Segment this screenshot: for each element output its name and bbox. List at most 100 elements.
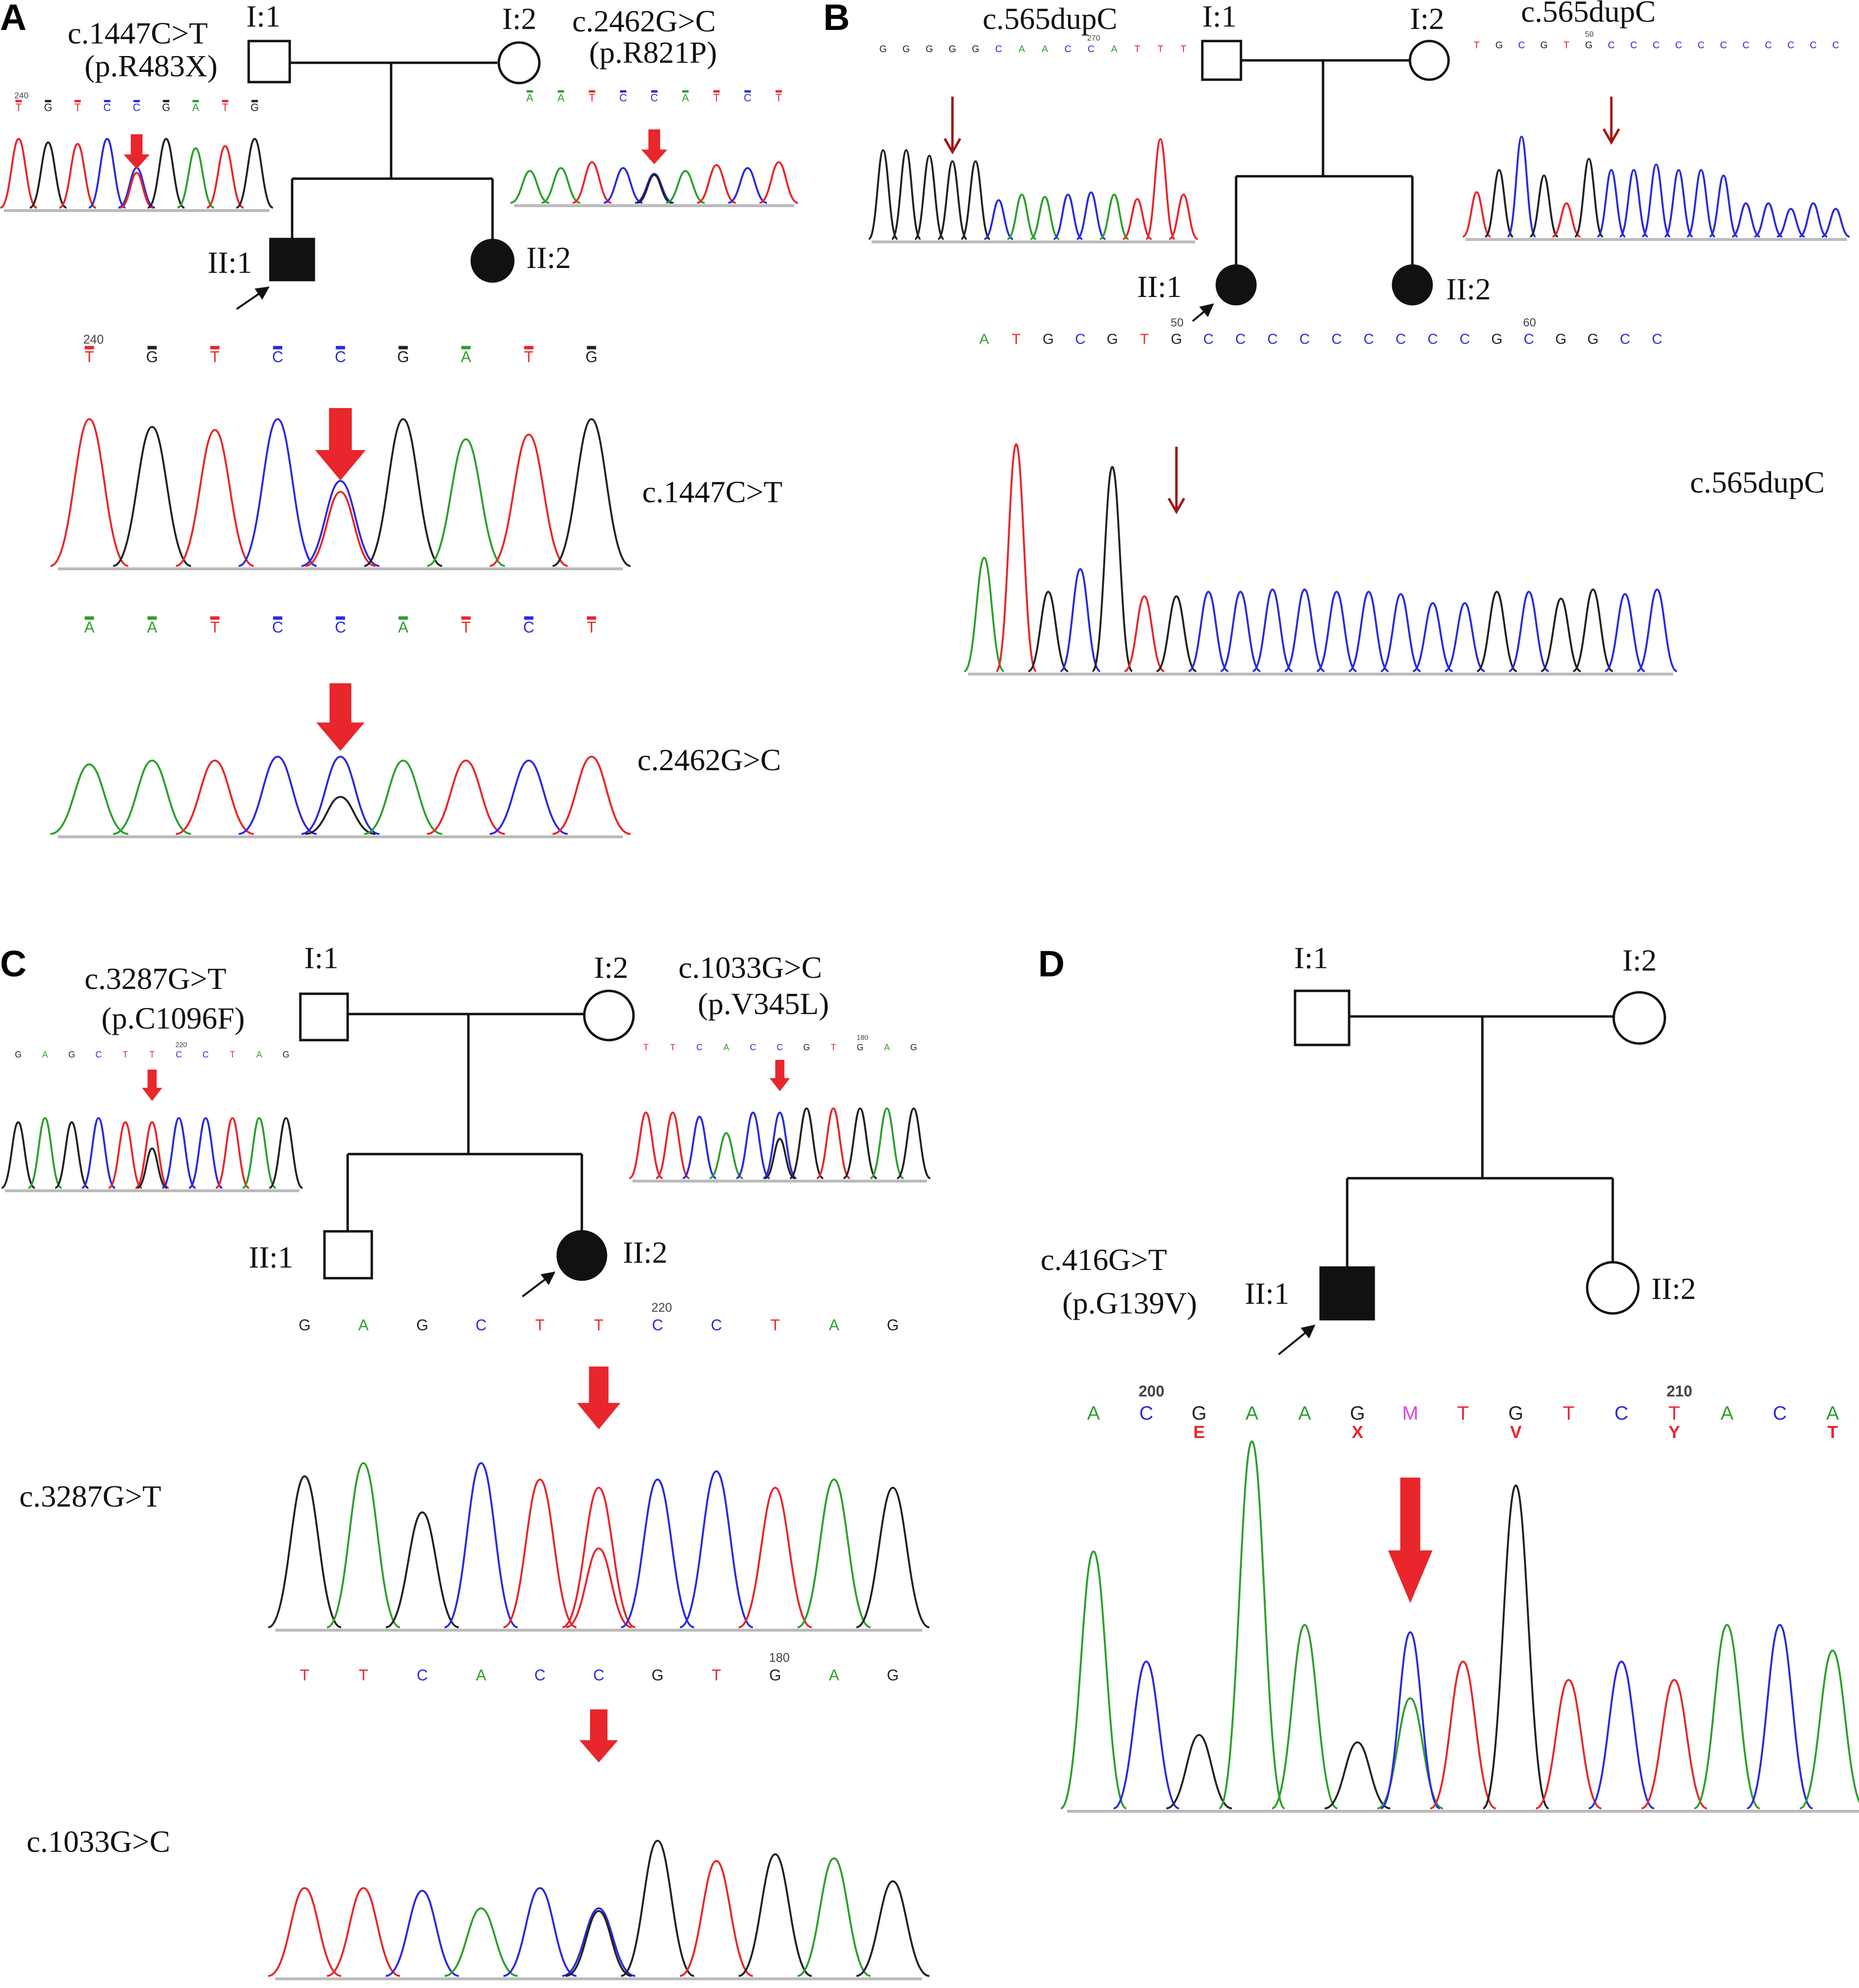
base-call: C [1788, 40, 1794, 51]
base-call: C [1268, 331, 1278, 347]
base-call: C [417, 1666, 428, 1684]
peak-G [552, 418, 631, 567]
peak-G [1574, 158, 1604, 238]
peak-C [1799, 202, 1828, 238]
position-number: 50 [1585, 30, 1594, 39]
base-call: C [176, 1050, 182, 1059]
base-marker [682, 90, 689, 93]
base-marker [84, 616, 94, 620]
base-call: C [1364, 331, 1374, 347]
variant-arrow [1388, 1478, 1433, 1603]
peak-G [1484, 169, 1514, 238]
pedigree-d-i2-label: I:2 [1622, 943, 1657, 977]
base-call: A [84, 619, 95, 636]
panel-b: B I:1 I:2 II:1 II:2 c.565dupC c.565dupC … [823, 0, 1850, 676]
secondary-peak [565, 1910, 632, 1977]
base-marker [651, 90, 658, 93]
peak-T [1169, 194, 1198, 240]
base-call: T [1140, 331, 1149, 347]
peak-T [175, 429, 254, 567]
peak-C [1597, 169, 1626, 238]
peak-A [541, 167, 581, 204]
peak-T [552, 756, 631, 835]
base-call: G [586, 348, 598, 366]
variant-a-father: c.1447C>T [68, 16, 208, 50]
variant-a-mother: c.2462G>C [572, 4, 716, 38]
base-call: C [335, 619, 346, 636]
base-call: G [298, 1316, 310, 1334]
base-call: T [1668, 1403, 1680, 1424]
variant-arrow [1168, 447, 1185, 515]
base-call: C [593, 1666, 604, 1684]
peak-C [1053, 194, 1083, 240]
base-call: T [359, 1666, 368, 1684]
base-call: G [902, 44, 910, 55]
base-marker [222, 99, 228, 102]
base-call: T [1474, 40, 1479, 51]
base-call: A [476, 1666, 487, 1684]
base-call: C [1140, 1403, 1154, 1424]
base-marker [147, 346, 157, 350]
peak-T [50, 418, 129, 567]
pedigree-c-i1-label: I:1 [304, 941, 338, 975]
base-call: C [711, 1316, 722, 1334]
base-call: C [1675, 40, 1682, 51]
base-call: A [557, 92, 564, 104]
peak-A [177, 147, 214, 209]
pedigree-a: I:1 I:2 II:1 II:2 [208, 0, 571, 310]
pedigree-c-ii1-label: II:1 [249, 1240, 293, 1274]
peak-T [215, 1117, 250, 1189]
base-call: A [1826, 1403, 1839, 1424]
peak-G [385, 1511, 459, 1628]
base-call: C [1065, 44, 1071, 55]
base-call: T [535, 1316, 545, 1334]
base-call: C [272, 348, 283, 366]
base-call: A [829, 1666, 840, 1684]
peak-C [1284, 588, 1325, 672]
position-number: 50 [1170, 316, 1183, 329]
base-marker [15, 99, 22, 102]
base-call: C [1620, 331, 1631, 347]
peak-C [503, 1887, 577, 1977]
peak-C [1746, 1624, 1813, 1809]
peak-C [1252, 588, 1293, 672]
base-call: A [1042, 44, 1048, 55]
base-call: T [84, 348, 94, 366]
peak-A [1007, 194, 1037, 240]
aa-call: Y [1668, 1422, 1680, 1442]
peak-C [604, 167, 643, 204]
base-call: C [1427, 331, 1438, 347]
peak-C [1076, 191, 1106, 240]
peak-G [1166, 1734, 1232, 1809]
pedigree-a-ii2-affected-female [470, 239, 515, 283]
base-call: G [651, 1666, 663, 1684]
panel-b-label: B [823, 0, 850, 38]
base-call: T [74, 101, 81, 113]
base-call: C [1615, 1403, 1629, 1424]
peak-C [444, 1462, 518, 1628]
base-call: C [1299, 331, 1310, 347]
base-call: G [162, 101, 170, 113]
peak-G [1482, 1484, 1549, 1809]
base-marker [775, 90, 782, 93]
base-call: C [272, 619, 283, 636]
base-call: A [829, 1316, 840, 1334]
peak-G [914, 155, 944, 240]
variant-arrow [124, 134, 150, 169]
base-call: C [1518, 40, 1525, 51]
pedigree-d-ii1-affected-male [1319, 1266, 1375, 1321]
peak-G [738, 1853, 812, 1977]
base-call: C [1832, 40, 1839, 51]
base-call: C [1087, 44, 1094, 55]
base-marker [210, 616, 220, 620]
base-call: A [358, 1316, 369, 1334]
variant-arrow [142, 1070, 162, 1101]
base-call: T [587, 619, 596, 636]
peak-C [682, 1115, 717, 1179]
base-call: A [1245, 1403, 1258, 1424]
